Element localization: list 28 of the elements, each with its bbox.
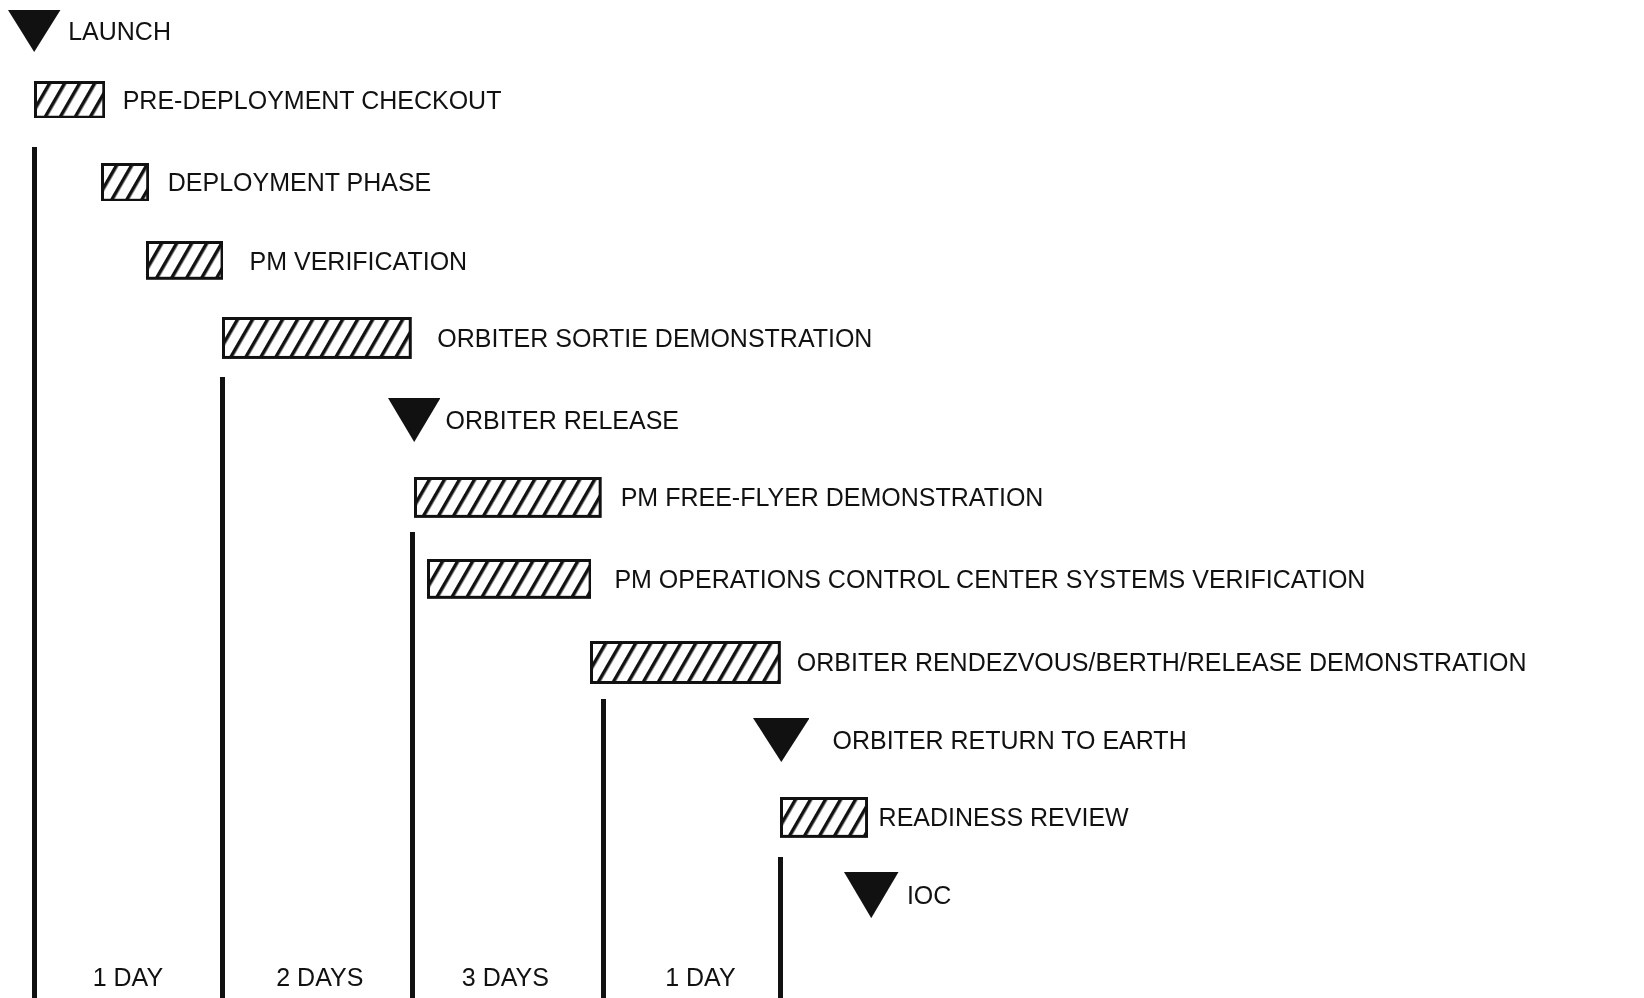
task-label: ORBITER RELEASE <box>445 407 679 433</box>
hatched-bar <box>145 241 224 280</box>
milestone-triangle <box>8 10 61 53</box>
hatched-bar <box>222 316 413 359</box>
task-label: ORBITER SORTIE DEMONSTRATION <box>437 325 873 351</box>
task-label: PM VERIFICATION <box>249 248 468 274</box>
task-label: READINESS REVIEW <box>878 804 1129 830</box>
task-label: PM OPERATIONS CONTROL CENTER SYSTEMS VERIFICATION <box>614 566 1366 592</box>
duration-label: 1 DAY <box>665 964 736 990</box>
task-label: LAUNCH <box>68 18 171 44</box>
task-label: ORBITER RENDEZVOUS/BERTH/RELEASE DEMONSTRATION <box>796 649 1527 675</box>
hatched-bar <box>426 558 592 599</box>
hatched-bar <box>414 477 602 518</box>
hatched-bar <box>780 796 869 838</box>
hatched-bar <box>33 80 105 119</box>
task-label: ORBITER RETURN TO EARTH <box>832 727 1187 753</box>
hatched-bar <box>100 162 149 202</box>
duration-label: 3 DAYS <box>461 964 549 990</box>
milestone-triangle <box>752 718 810 763</box>
hatched-bar <box>590 640 782 684</box>
task-label: IOC <box>906 882 952 908</box>
milestone-triangle <box>387 398 441 443</box>
task-label: PRE-DEPLOYMENT CHECKOUT <box>122 87 502 113</box>
task-label: DEPLOYMENT PHASE <box>167 169 432 195</box>
task-label: PM FREE-FLYER DEMONSTRATION <box>620 485 1044 510</box>
duration-label: 1 DAY <box>92 964 164 990</box>
milestone-triangle <box>844 872 899 919</box>
duration-label: 2 DAYS <box>276 964 364 990</box>
